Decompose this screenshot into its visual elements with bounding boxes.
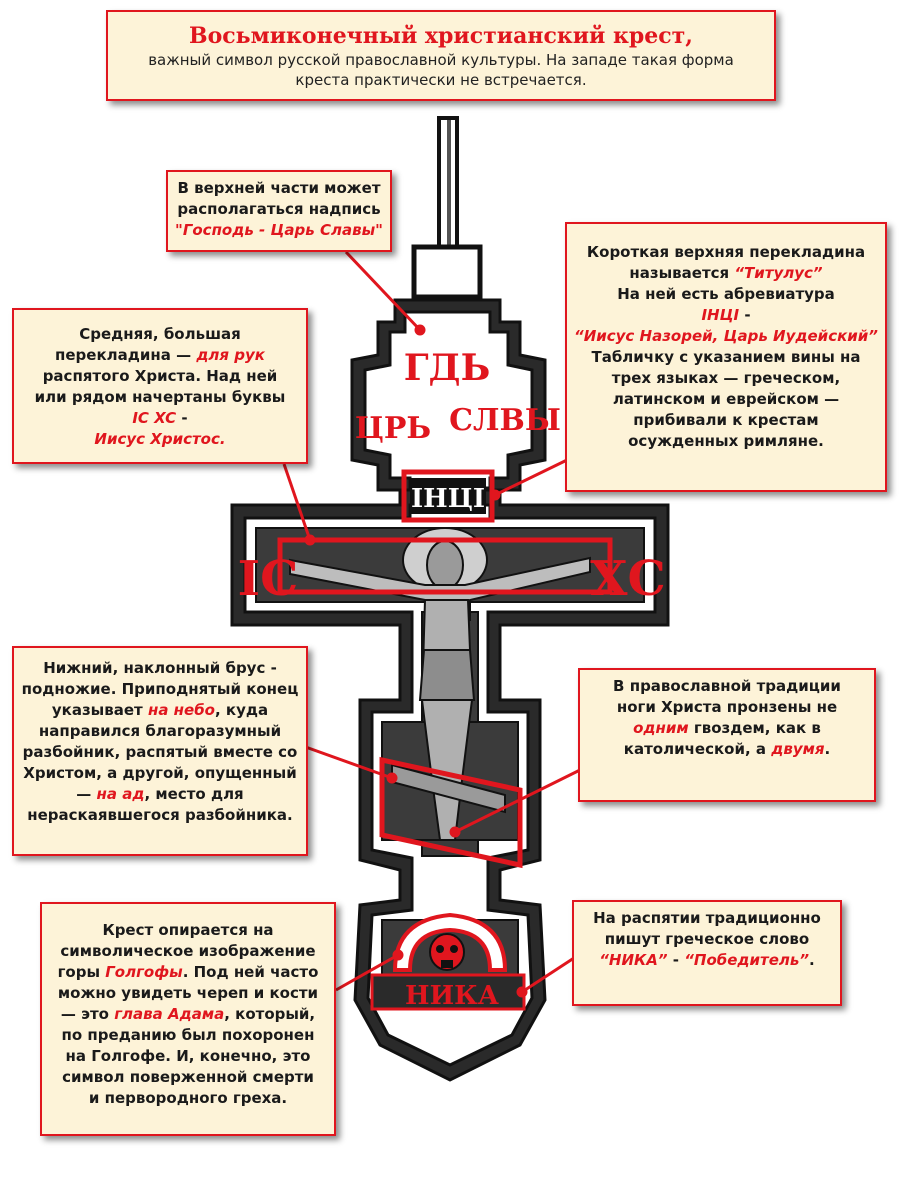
- callout-golgotha: Крест опирается на символическое изображ…: [40, 902, 336, 1136]
- callout-line: распятого Христа. Над ней: [42, 367, 278, 385]
- callout-line: прибивали к крестам: [633, 411, 819, 429]
- callout-line: IC XC -: [14, 408, 306, 429]
- label-inci: ІНЦІ: [411, 484, 485, 514]
- callout-text: , место для: [144, 785, 244, 803]
- callout-line: На ней есть абревиатура: [617, 285, 835, 303]
- callout-line: можно увидеть череп и кости: [57, 984, 319, 1002]
- callout-line: Средняя, большая: [79, 325, 241, 343]
- callout-line: подножие. Приподнятый конец: [21, 680, 299, 698]
- callout-text: называется: [629, 264, 735, 282]
- callout-line: Нижний, наклонный брус -: [43, 659, 277, 677]
- callout-emphasis: “Титулус”: [734, 264, 823, 282]
- callout-emphasis: "Господь - Царь Славы": [175, 221, 383, 239]
- label-xc: ХС: [590, 551, 665, 607]
- page-title: Восьмиконечный христианский крест,: [189, 23, 693, 49]
- titulus-plate: [410, 478, 486, 514]
- connector-lines: [282, 250, 581, 998]
- callout-emphasis: ІНЦІ: [701, 306, 740, 324]
- callout-line: латинском и еврейском —: [612, 390, 840, 408]
- callout-line: указывает на небо, куда: [14, 700, 306, 721]
- callout-line: перекладина — для рук: [14, 345, 306, 366]
- callout-nails: В православной традиции ноги Христа прон…: [578, 668, 876, 802]
- callout-top-inscription: В верхней части может располагаться надп…: [166, 170, 392, 252]
- callout-line: или рядом начертаны буквы: [34, 388, 286, 406]
- callout-line: одним гвоздем, как в: [580, 718, 874, 739]
- callout-line: — на ад, место для: [14, 784, 306, 805]
- callout-emphasis: Иисус Христос.: [94, 430, 226, 448]
- callout-text: , куда: [214, 701, 269, 719]
- callout-line: располагаться надпись: [177, 200, 381, 218]
- callout-text: .: [809, 951, 815, 969]
- callout-emphasis: двумя: [771, 740, 825, 758]
- label-nika: НИКА: [405, 981, 499, 1011]
- callout-line: — это глава Адама, который,: [42, 1004, 334, 1025]
- label-ic: ІС: [238, 551, 299, 607]
- label-gd: ГДЬ: [404, 347, 491, 389]
- callout-text: католической, а: [623, 740, 772, 758]
- callout-emphasis: “НИКА”: [599, 951, 668, 969]
- callout-line: по преданию был похоронен: [61, 1026, 315, 1044]
- callout-line: направился благоразумный: [38, 722, 282, 740]
- callout-line: В верхней части может: [177, 179, 381, 197]
- crucifix-figure: [289, 527, 591, 841]
- callout-text: перекладина —: [55, 346, 197, 364]
- callout-emphasis: “Победитель”: [684, 951, 810, 969]
- callout-line: на Голгофе. И, конечно, это: [65, 1047, 311, 1065]
- title-box: Восьмиконечный христианский крест, важны…: [106, 10, 776, 101]
- callout-text: , который,: [224, 1005, 316, 1023]
- callout-text: — это: [60, 1005, 115, 1023]
- label-slvy: СЛВЫ: [449, 403, 561, 438]
- callout-text: -: [739, 306, 751, 324]
- callout-line: нераскаявшегося разбойника.: [27, 806, 293, 824]
- callout-emphasis: для рук: [196, 346, 265, 364]
- callout-line: трех языках — греческом,: [611, 369, 841, 387]
- callout-text: -: [176, 409, 188, 427]
- skull-icon: [429, 933, 465, 971]
- cross-top-pin: [411, 116, 483, 300]
- callout-titulus: Короткая верхняя перекладина называется …: [565, 222, 887, 492]
- callout-emphasis: Голгофы: [105, 963, 183, 981]
- callout-line: осужденных римляне.: [628, 432, 824, 450]
- callout-line: На распятии традиционно: [593, 909, 821, 927]
- callout-text: указывает: [51, 701, 148, 719]
- callout-text: . Под ней часто: [182, 963, 319, 981]
- callout-line: и первородного греха.: [88, 1089, 288, 1107]
- callout-line: Короткая верхняя перекладина: [586, 243, 866, 261]
- callout-emphasis: “Иисус Назорей, Царь Иудейский”: [574, 327, 878, 345]
- callout-footrest: Нижний, наклонный брус - подножие. Припо…: [12, 646, 308, 856]
- title-subline-2: креста практически не встречается.: [295, 71, 587, 89]
- callout-line: католической, а двумя.: [580, 739, 874, 760]
- callout-line: Табличку с указанием вины на: [591, 348, 861, 366]
- callout-text: -: [667, 951, 685, 969]
- callout-line: символ поверженной смерти: [62, 1068, 314, 1086]
- label-tsr: ЦРЬ: [355, 411, 431, 446]
- callout-middle-bar: Средняя, большая перекладина — для рук р…: [12, 308, 308, 464]
- callout-nika: На распятии традиционно пишут греческое …: [572, 900, 842, 1006]
- callout-emphasis: на ад: [96, 785, 145, 803]
- callout-line: символическое изображение: [60, 942, 316, 960]
- callout-line: “НИКА” - “Победитель”.: [574, 950, 840, 971]
- callout-emphasis: одним: [633, 719, 689, 737]
- title-subline-1: важный символ русской православной культ…: [148, 51, 734, 69]
- callout-line: горы Голгофы. Под ней часто: [42, 962, 334, 983]
- callout-line: Крест опирается на: [102, 921, 274, 939]
- callout-line: ІНЦІ -: [567, 305, 885, 326]
- callout-line: Христом, а другой, опущенный: [23, 764, 297, 782]
- callout-line: называется “Титулус”: [567, 263, 885, 284]
- callout-emphasis: на небо: [147, 701, 215, 719]
- callout-text: .: [824, 740, 831, 758]
- callout-line: В православной традиции: [613, 677, 841, 695]
- callout-emphasis: IC XC: [132, 409, 177, 427]
- callout-emphasis: глава Адама: [114, 1005, 225, 1023]
- callout-text: горы: [57, 963, 106, 981]
- callout-text: —: [76, 785, 97, 803]
- callout-line: разбойник, распятый вместе со: [22, 743, 298, 761]
- callout-text: гвоздем, как в: [688, 719, 821, 737]
- callout-line: пишут греческое слово: [604, 930, 810, 948]
- golgotha-mount: [370, 912, 526, 1011]
- callout-line: ноги Христа пронзены не: [616, 698, 838, 716]
